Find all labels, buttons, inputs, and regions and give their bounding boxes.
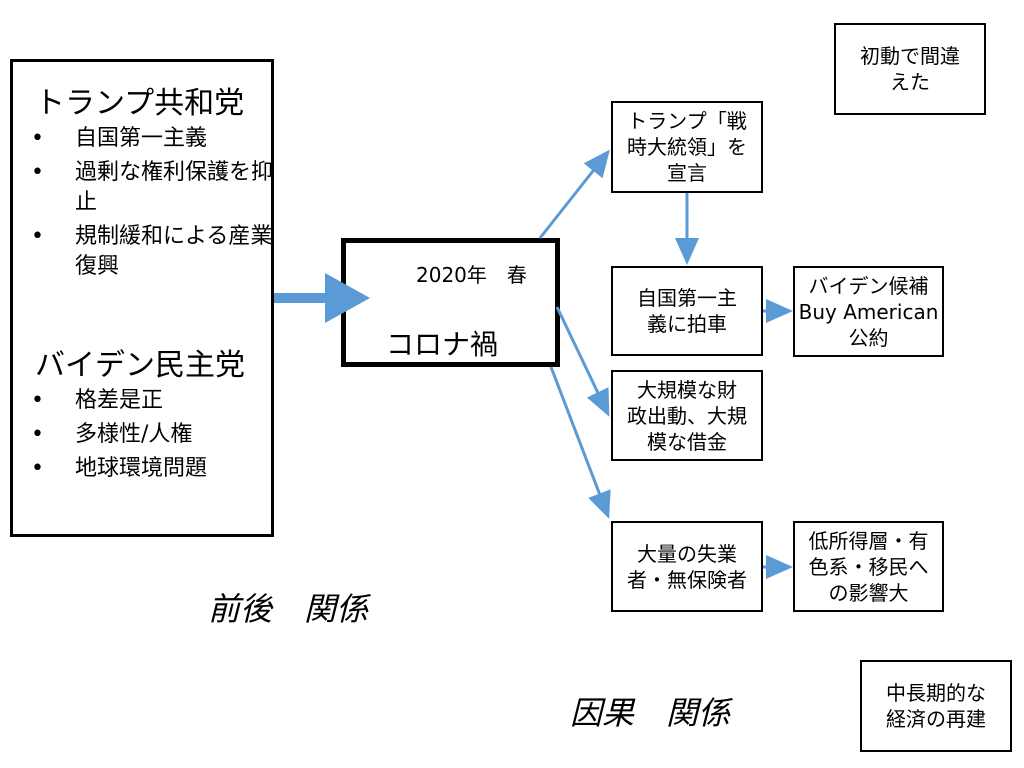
box-text-line: トランプ「戦 [627,109,747,133]
trump-policy-item: 自国第一主義 [27,124,271,154]
economic-rebuild-box: 中長期的な 経済の再建 [860,660,1012,752]
causal-relation-label: 因果 関係 [570,694,731,732]
initial-error-box: 初動で間違 えた [834,23,986,115]
box-text-line: 経済の再建 [886,707,986,731]
corona-to-unemployment-arrow [549,366,611,519]
sequence-relation-label: 前後 関係 [208,590,369,628]
box-text-line: 政出動、大規 [627,403,747,428]
box-text-line: Buy American [798,299,939,324]
box-text-line: 大量の失業 [637,541,737,566]
unemployment-box: 大量の失業 者・無保険者 [611,521,763,612]
corona-to-fiscal-arrow [555,306,610,417]
biden-candidate-box: バイデン候補 Buy American 公約 [793,266,944,357]
box-text-line: 中長期的な [886,681,986,705]
box-text-line: 義に拍車 [647,312,727,336]
biden-policy-item: 格差是正 [27,386,271,416]
trump-republican-heading: トランプ共和党 [35,86,245,121]
box-text-line: 初動で間違 [860,44,960,68]
box-text-line: 色系・移民へ [808,554,929,579]
fiscal-stimulus-box: 大規模な財 政出動、大規 模な借金 [611,370,763,461]
corona-box: 2020年 春 コロナ禍 [341,238,560,367]
box-text-line: えた [890,70,930,94]
box-text-line: 時大統領」を [627,135,747,159]
box-text-line: 低所得層・有 [808,528,929,553]
box-text-line: 自国第一主 [637,286,737,310]
box-text-line: 宣言 [667,161,707,185]
america-first-box: 自国第一主 義に拍車 [611,266,763,356]
wartime-president-box: トランプ「戦 時大統領」を 宣言 [611,101,763,193]
box-text-line: の影響大 [828,580,909,605]
box-text-line: 公約 [848,325,889,350]
biden-democrat-heading: バイデン民主党 [35,348,245,383]
box-text-line: 者・無保険者 [627,567,747,592]
biden-policy-list: 格差是正 多様性/人権 地球環境問題 [27,386,271,484]
trump-policy-list: 自国第一主義 過剰な権利保護を抑止 規制緩和による産業復興 [27,124,273,282]
left-policy-box: トランプ共和党 自国第一主義 過剰な権利保護を抑止 規制緩和による産業復興 バイ… [10,59,274,537]
box-text-line: バイデン候補 [808,273,929,298]
trump-policy-item: 過剰な権利保護を抑止 [27,158,275,218]
trump-policy-item: 規制緩和による産業復興 [27,222,275,282]
corona-title: コロナ禍 [386,328,499,361]
box-text-line: 大規模な財 [637,377,737,402]
corona-to-wartime-arrow [538,149,610,239]
box-text-line: 模な借金 [647,429,727,454]
minority-impact-box: 低所得層・有 色系・移民へ の影響大 [793,521,944,612]
biden-policy-item: 多様性/人権 [27,420,271,450]
biden-policy-item: 地球環境問題 [27,454,271,484]
corona-date-label: 2020年 春 [416,263,527,287]
